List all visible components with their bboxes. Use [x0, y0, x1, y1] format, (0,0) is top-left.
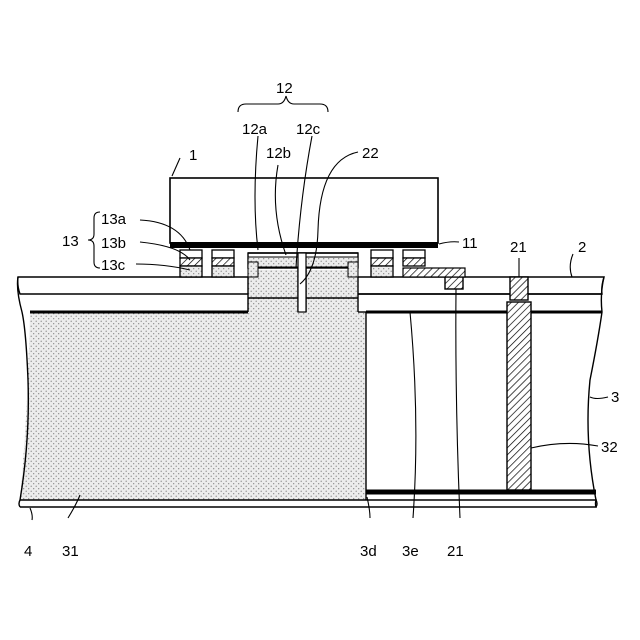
label-12c: 12c — [296, 121, 321, 138]
label-12b: 12b — [266, 145, 291, 162]
label-13b: 13b — [101, 235, 126, 252]
label-1: 1 — [189, 147, 197, 164]
label-32: 32 — [601, 439, 618, 456]
leader-1 — [172, 158, 180, 176]
filled-region-31 — [20, 298, 366, 500]
label-31: 31 — [62, 543, 79, 560]
label-13: 13 — [62, 233, 79, 250]
label-21-bottom: 21 — [447, 543, 464, 560]
label-13a: 13a — [101, 211, 127, 228]
leader-11 — [439, 242, 459, 244]
label-21-top: 21 — [510, 239, 527, 256]
label-11: 11 — [462, 235, 478, 252]
label-13c: 13c — [101, 257, 126, 274]
label-22: 22 — [362, 145, 379, 162]
chip-layer-11 — [170, 242, 438, 248]
leader-4 — [30, 508, 32, 520]
via-21-right — [510, 277, 528, 300]
leader-3 — [590, 397, 608, 399]
label-4: 4 — [24, 543, 32, 560]
via-21-center — [445, 277, 463, 289]
pillar-32 — [507, 302, 531, 490]
label-12a: 12a — [242, 121, 268, 138]
bump-group-left — [180, 250, 234, 277]
base-4 — [20, 500, 596, 507]
leader-2 — [570, 254, 573, 277]
label-2: 2 — [578, 239, 586, 256]
label-12: 12 — [276, 80, 293, 97]
label-3e: 3e — [402, 543, 419, 560]
label-3: 3 — [611, 389, 619, 406]
label-3d: 3d — [360, 543, 377, 560]
brace-13 — [88, 212, 100, 268]
brace-12 — [238, 96, 328, 112]
layer-3-region — [366, 312, 600, 500]
wiring-21 — [403, 268, 465, 277]
